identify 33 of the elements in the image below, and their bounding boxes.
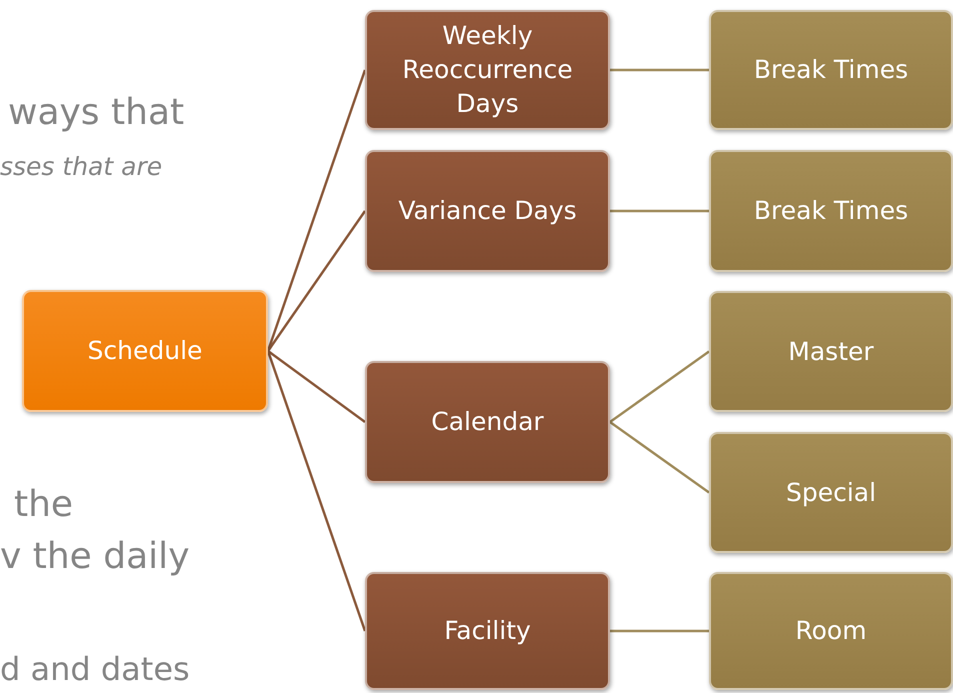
- tree-box: [365, 10, 610, 130]
- tree-box: [365, 361, 610, 483]
- text-fragment: ways that: [8, 92, 184, 133]
- node-label: Calendar: [431, 406, 544, 438]
- tree-box: [365, 150, 610, 272]
- node-label: Special: [786, 476, 876, 509]
- connector-line: [609, 350, 710, 424]
- tree-box: [22, 290, 268, 412]
- node-label: Schedule: [88, 335, 202, 368]
- tree-box: [709, 10, 953, 130]
- text-fragment: v the daily: [0, 536, 190, 577]
- node-label: Master: [788, 336, 874, 368]
- text-fragment: sses that are: [0, 152, 162, 181]
- tree-box: [709, 572, 953, 690]
- tree-box: [709, 432, 953, 553]
- node-label: Break Times: [754, 195, 908, 228]
- connector-line: [266, 350, 366, 632]
- connector-line: [267, 350, 366, 424]
- tree-box: [365, 572, 610, 690]
- node-label: Break Times: [754, 54, 908, 86]
- tree-box: [709, 150, 953, 272]
- node-label: Variance Days: [398, 195, 577, 228]
- text-fragment: d and dates: [0, 650, 190, 688]
- node-label: Facility: [444, 615, 531, 648]
- connector-line: [610, 210, 709, 212]
- connector-line: [610, 630, 709, 632]
- node-label: Weekly Reoccurrence Days: [401, 20, 574, 120]
- tree-box: [709, 291, 953, 412]
- text-fragment: the: [14, 484, 74, 525]
- connector-line: [609, 420, 710, 494]
- connector-line: [610, 68, 709, 72]
- connector-line: [266, 210, 366, 352]
- node-label: Room: [795, 615, 867, 648]
